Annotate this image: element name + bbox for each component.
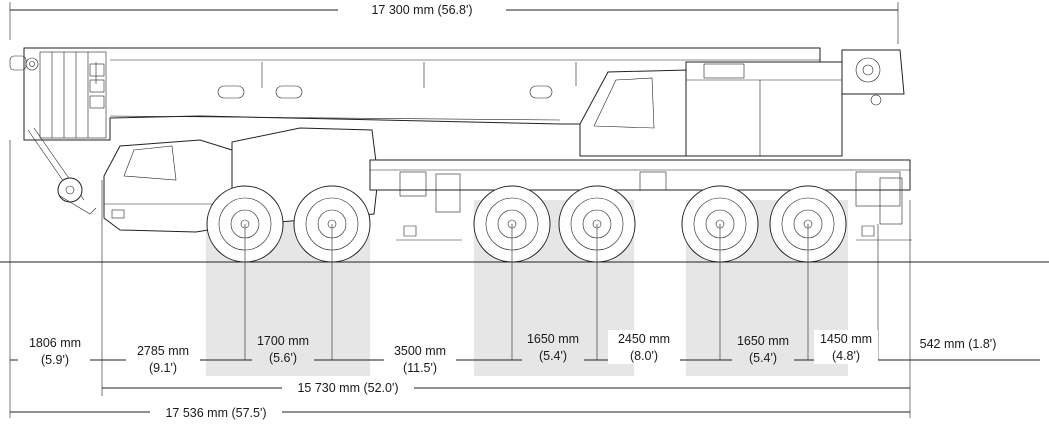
wheelbase-total-label: 15 730 mm (52.0') xyxy=(297,381,398,395)
superstructure xyxy=(579,49,905,157)
front-overhang-mm-label: 1806 mm xyxy=(29,336,81,350)
rear-overhang-label: 542 mm (1.8') xyxy=(920,337,997,351)
axle-5-6-mm-label: 2450 mm xyxy=(618,332,670,346)
axle-4-5-mm-label: 1650 mm xyxy=(527,332,579,346)
axle-2-3-mm-label: 1700 mm xyxy=(257,334,309,348)
axle-4-5-ft-label: (5.4') xyxy=(539,349,567,363)
axle-7-8-mm-label: 1450 mm xyxy=(820,332,872,346)
axle-5-6-ft-label: (8.0') xyxy=(630,349,658,363)
axle-1-2-mm-label: 2785 mm xyxy=(137,344,189,358)
axle-2-3-ft-label: (5.6') xyxy=(269,351,297,365)
overall-length-top-label: 17 300 mm (56.8') xyxy=(371,3,472,17)
chassis xyxy=(369,159,911,225)
overall-length-bottom-label: 17 536 mm (57.5') xyxy=(165,406,266,420)
axle-3-4-mm-label: 3500 mm xyxy=(394,344,446,358)
axle-6-7-mm-label: 1650 mm xyxy=(737,334,789,348)
outriggers xyxy=(396,225,912,241)
axle-3-4-ft-label: (11.5') xyxy=(403,361,437,375)
axle-1-2-ft-label: (9.1') xyxy=(149,361,177,375)
front-overhang-ft-label: (5.9') xyxy=(41,353,69,367)
crane-drawing xyxy=(9,47,912,263)
axle-6-7-ft-label: (5.4') xyxy=(749,351,777,365)
axle-7-8-ft-label: (4.8') xyxy=(832,349,860,363)
hook-block xyxy=(27,127,97,215)
dimension-labels: 17 300 mm (56.8') 1806 mm (5.9') 2785 mm… xyxy=(18,2,1004,420)
